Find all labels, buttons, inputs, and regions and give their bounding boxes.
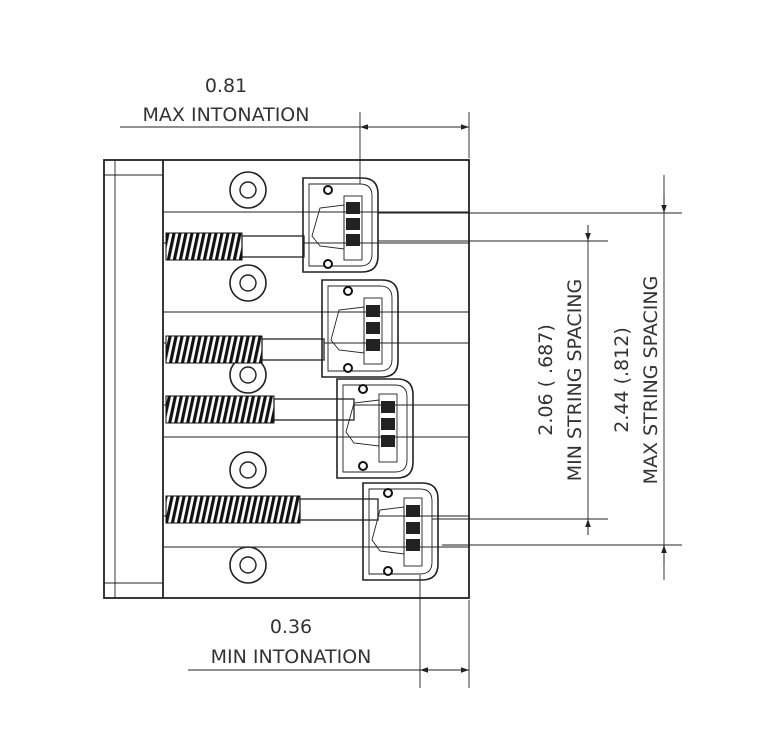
intonation-screws <box>165 232 379 524</box>
max-string-spacing-value: 2.44 (.812) <box>611 327 633 432</box>
max-intonation-value: 0.81 <box>205 75 247 97</box>
saddles <box>302 177 439 581</box>
mounting-holes <box>229 171 267 584</box>
intonation-screw <box>165 232 305 261</box>
max-intonation-label: MAX INTONATION <box>143 104 310 126</box>
dimension-min-string-spacing: 2.06 ( .687) MIN STRING SPACING <box>378 225 608 535</box>
intonation-screw <box>165 335 325 364</box>
max-string-spacing-label: MAX STRING SPACING <box>640 276 662 485</box>
mounting-hole <box>229 451 267 489</box>
mounting-hole <box>229 264 267 302</box>
saddle <box>336 378 414 479</box>
baseplate <box>103 159 470 599</box>
min-string-spacing-value: 2.06 ( .687) <box>535 324 557 436</box>
dimension-max-intonation: 0.81 MAX INTONATION <box>120 75 470 184</box>
saddle <box>362 482 439 581</box>
intonation-screw <box>165 395 355 424</box>
min-intonation-value: 0.36 <box>270 616 312 638</box>
mounting-hole <box>229 171 267 209</box>
min-string-spacing-label: MIN STRING SPACING <box>564 279 586 481</box>
min-intonation-label: MIN INTONATION <box>211 646 372 668</box>
saddle <box>302 177 379 273</box>
dimension-min-intonation: 0.36 MIN INTONATION <box>188 575 470 688</box>
saddle <box>321 279 399 378</box>
mounting-hole <box>229 546 267 584</box>
intonation-screw <box>165 495 379 524</box>
baseplate-outline <box>103 159 470 599</box>
dimension-max-string-spacing: 2.44 (.812) MAX STRING SPACING <box>378 175 682 580</box>
